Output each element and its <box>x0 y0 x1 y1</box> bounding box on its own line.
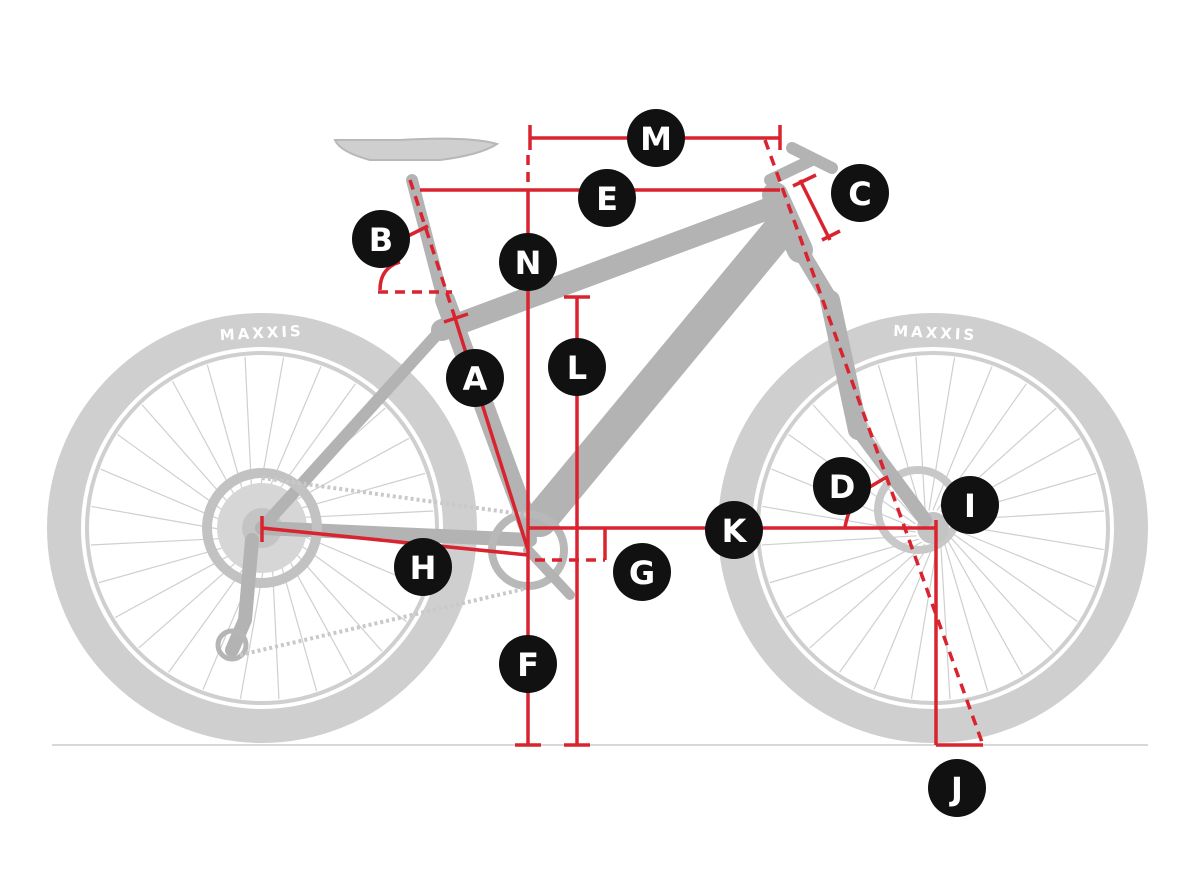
badge-e: E <box>578 169 636 227</box>
svg-text:D: D <box>829 468 856 506</box>
wheel-spoke <box>138 547 253 649</box>
wheel-spoke <box>785 541 923 619</box>
badge-j: J <box>928 759 986 817</box>
wheel-spoke <box>873 545 934 690</box>
wheel-spoke <box>950 531 1078 622</box>
wheel-spoke <box>950 527 1095 588</box>
svg-text:K: K <box>722 512 748 550</box>
wheel-spoke <box>270 547 280 700</box>
badge-b: B <box>352 210 410 268</box>
wheel-spoke <box>877 364 923 515</box>
wheel-spoke <box>839 545 930 673</box>
wheel-spoke <box>117 434 241 524</box>
wheel-spoke <box>244 356 254 509</box>
badge-l: L <box>548 338 606 396</box>
wheel-spoke <box>281 510 434 520</box>
wheel-spoke <box>915 356 926 512</box>
svg-text:H: H <box>410 549 437 587</box>
wheel-spoke <box>279 472 426 515</box>
wheel-spoke <box>940 544 951 700</box>
badge-i: I <box>941 476 999 534</box>
svg-text:G: G <box>629 554 655 592</box>
svg-text:L: L <box>567 349 587 387</box>
front-tire-brand: MAXXIS <box>893 322 978 344</box>
wheel-spoke <box>812 404 918 521</box>
svg-text:A: A <box>463 360 488 398</box>
wheel-spoke <box>943 541 989 692</box>
wheel-spoke <box>275 437 410 512</box>
badge-h: H <box>394 538 452 596</box>
wheel-spoke <box>928 357 956 511</box>
wheel-spoke <box>100 468 241 529</box>
wheel-spoke <box>168 549 258 673</box>
svg-text:F: F <box>517 646 539 684</box>
rear-tire-brand: MAXXIS <box>219 322 304 344</box>
badge-m: M <box>627 109 685 167</box>
badge-a: A <box>446 349 504 407</box>
badge-f: F <box>499 635 557 693</box>
svg-text:J: J <box>949 770 963 808</box>
svg-text:C: C <box>848 175 871 213</box>
svg-text:M: M <box>640 120 672 158</box>
wheel-spoke <box>91 505 241 534</box>
badge-d: D <box>813 457 871 515</box>
wheel-spoke <box>171 380 246 515</box>
badge-g: G <box>613 543 671 601</box>
wheel-spoke <box>281 537 383 652</box>
front-wheel: MAXXIS <box>718 313 1148 743</box>
wheel-spoke <box>266 383 356 507</box>
svg-text:N: N <box>515 244 542 282</box>
wheel-spoke <box>283 532 407 622</box>
wheel-spoke <box>932 366 993 511</box>
svg-text:I: I <box>964 487 976 525</box>
wheel-spoke <box>256 357 285 507</box>
wheel-spoke <box>114 544 249 619</box>
wheel-spoke <box>910 545 938 699</box>
wheel-spoke <box>239 549 268 699</box>
badge-c: C <box>831 164 889 222</box>
wheel-spoke <box>275 545 318 692</box>
wheel-spoke <box>948 535 1054 652</box>
wheel-spoke <box>809 543 926 649</box>
wheel-spoke <box>90 536 243 546</box>
wheel-spoke <box>946 538 1024 676</box>
badge-k: K <box>705 501 763 559</box>
svg-text:E: E <box>596 180 618 218</box>
wheel-spoke <box>98 541 245 584</box>
wheel-spoke <box>261 366 322 507</box>
badge-n: N <box>499 233 557 291</box>
wheel-spoke <box>278 541 353 676</box>
wheel-spoke <box>141 404 243 519</box>
wheel-spoke <box>206 364 249 511</box>
svg-text:B: B <box>369 221 393 259</box>
